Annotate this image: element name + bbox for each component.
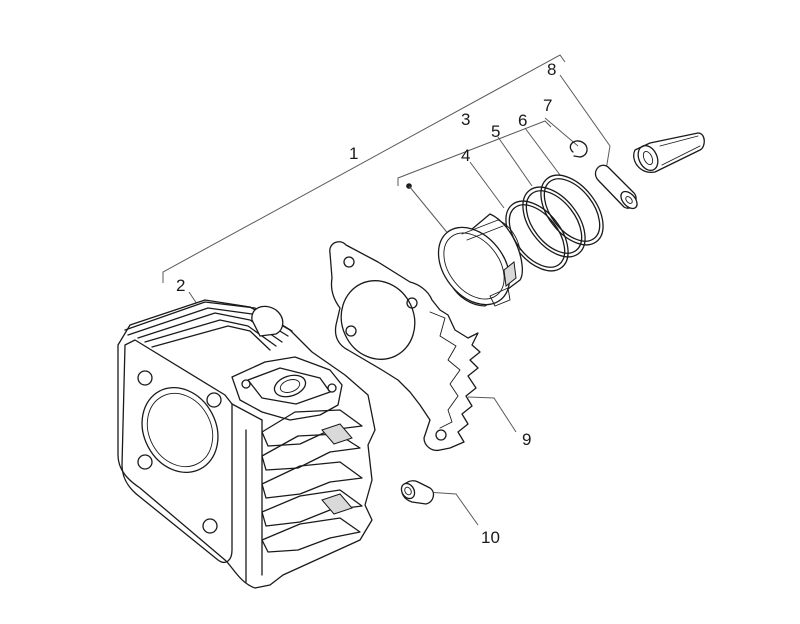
callout-4: 4 xyxy=(461,146,470,165)
callout-2: 2 xyxy=(176,276,185,295)
callout-6: 6 xyxy=(518,111,527,130)
callout-3: 3 xyxy=(461,110,470,129)
piston xyxy=(437,213,523,307)
circlip xyxy=(569,140,588,158)
connecting-rod xyxy=(633,132,705,173)
leader-lines xyxy=(188,74,611,526)
callout-8: 8 xyxy=(547,60,556,79)
piston-ring-5 xyxy=(522,186,586,258)
callout-7: 7 xyxy=(543,96,552,115)
cylinder-base-gasket xyxy=(329,241,481,452)
dowel-bush xyxy=(400,480,435,505)
callout-5: 5 xyxy=(491,122,500,141)
bracket-3 xyxy=(397,120,552,186)
piston-pin xyxy=(594,164,638,210)
cylinder xyxy=(117,299,376,589)
callout-9: 9 xyxy=(522,430,531,449)
piston-ring-6 xyxy=(540,174,604,246)
bracket-1 xyxy=(162,54,566,283)
callout-1: 1 xyxy=(349,144,358,163)
callout-10: 10 xyxy=(481,528,500,547)
